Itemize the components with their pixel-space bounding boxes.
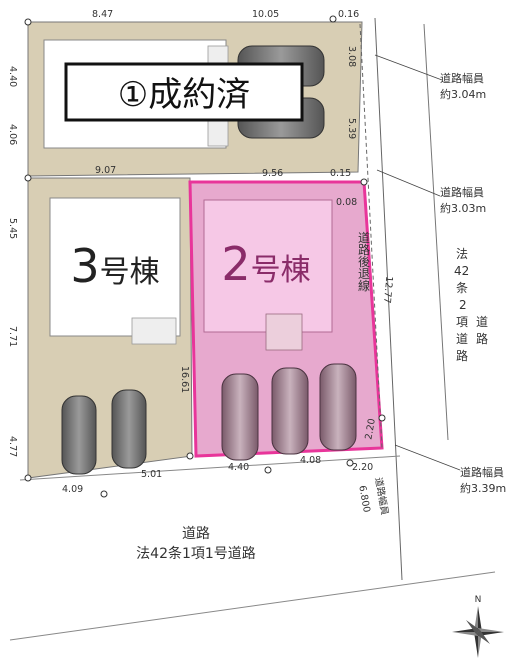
svg-text:路: 路	[456, 348, 468, 363]
lot3-house	[49, 197, 181, 337]
setback-line	[359, 23, 383, 449]
sold-label: ①成約済	[118, 75, 250, 115]
svg-text:退: 退	[358, 267, 370, 281]
svg-text:条: 条	[456, 281, 468, 295]
svg-text:5.45: 5.45	[7, 218, 18, 239]
svg-text:42: 42	[454, 264, 469, 278]
svg-text:道路幅員: 道路幅員	[440, 71, 484, 85]
svg-text:4.77: 4.77	[7, 436, 18, 457]
compass-icon: N	[452, 595, 504, 658]
setback-label: 道 路 後 退 線	[358, 231, 370, 293]
svg-text:8.47: 8.47	[92, 9, 113, 20]
road-width-note-2: 道路幅員 約3.03m	[376, 169, 486, 215]
svg-text:6.800: 6.800	[356, 485, 372, 514]
svg-text:N: N	[475, 595, 482, 605]
svg-text:道: 道	[358, 231, 370, 245]
svg-text:道: 道	[456, 332, 468, 346]
boundary-markers	[24, 15, 386, 498]
bottom-road-name: 道路	[182, 526, 210, 542]
svg-text:0.08: 0.08	[336, 197, 357, 208]
svg-text:5.39: 5.39	[346, 118, 357, 139]
svg-text:4.09: 4.09	[62, 484, 83, 495]
svg-text:後: 後	[358, 255, 370, 269]
lot3-label: 3号棟	[70, 239, 159, 293]
svg-text:約3.04m: 約3.04m	[440, 87, 486, 101]
svg-text:16.61: 16.61	[179, 366, 190, 393]
bottom-road-line-bottom	[9, 571, 496, 641]
svg-text:2.20: 2.20	[352, 462, 373, 473]
lot3-deck	[131, 317, 177, 345]
svg-text:道路幅員: 道路幅員	[440, 185, 484, 199]
svg-text:4.06: 4.06	[7, 124, 18, 145]
svg-text:4.40: 4.40	[228, 462, 249, 473]
svg-text:0.15: 0.15	[330, 168, 351, 179]
lot2-deck	[265, 313, 303, 351]
svg-text:12.77: 12.77	[381, 276, 394, 304]
lot2-parking-cars	[221, 363, 357, 461]
svg-text:5.01: 5.01	[141, 469, 162, 480]
road-edge-right	[374, 17, 403, 581]
svg-text:4.08: 4.08	[300, 455, 321, 466]
svg-text:路: 路	[358, 242, 370, 257]
lot2-house	[203, 199, 333, 333]
svg-text:0.16: 0.16	[338, 9, 359, 20]
svg-text:線: 線	[358, 278, 370, 293]
svg-text:3.08: 3.08	[346, 46, 357, 67]
svg-text:9.56: 9.56	[262, 168, 283, 179]
svg-text:7.71: 7.71	[7, 326, 18, 347]
dimension-labels: 8.47 10.05 0.16 4.40 4.06 3.08 5.39 9.07…	[7, 9, 394, 495]
right-road-label: 法 42 条 2 項 道 路 道 路	[454, 247, 488, 363]
svg-text:道: 道	[476, 315, 488, 329]
svg-text:2.20: 2.20	[363, 418, 378, 441]
bottom-road-line-top	[19, 455, 401, 481]
bottom-road-width-vertical: 道路幅員 6.800	[356, 476, 391, 516]
svg-text:2: 2	[459, 298, 467, 312]
svg-text:路: 路	[476, 331, 488, 346]
svg-text:項: 項	[456, 315, 468, 329]
svg-text:9.07: 9.07	[95, 165, 116, 176]
road-width-note-1: 道路幅員 約3.04m	[374, 54, 486, 101]
lot3-parking-cars	[61, 389, 147, 475]
svg-text:4.40: 4.40	[7, 66, 18, 87]
svg-text:道路幅員: 道路幅員	[460, 465, 504, 479]
right-road-line	[423, 23, 449, 441]
svg-text:法: 法	[456, 247, 468, 261]
svg-text:約3.03m: 約3.03m	[440, 201, 486, 215]
bottom-road-type: 法42条1項1号道路	[136, 545, 256, 562]
svg-text:約3.39m: 約3.39m	[460, 481, 506, 495]
lot2-label: 2号棟	[221, 237, 310, 291]
sold-label-box	[64, 62, 304, 122]
svg-text:10.05: 10.05	[252, 9, 279, 20]
road-width-note-3: 道路幅員 約3.39m	[394, 444, 506, 495]
svg-text:道路幅員: 道路幅員	[372, 476, 391, 516]
